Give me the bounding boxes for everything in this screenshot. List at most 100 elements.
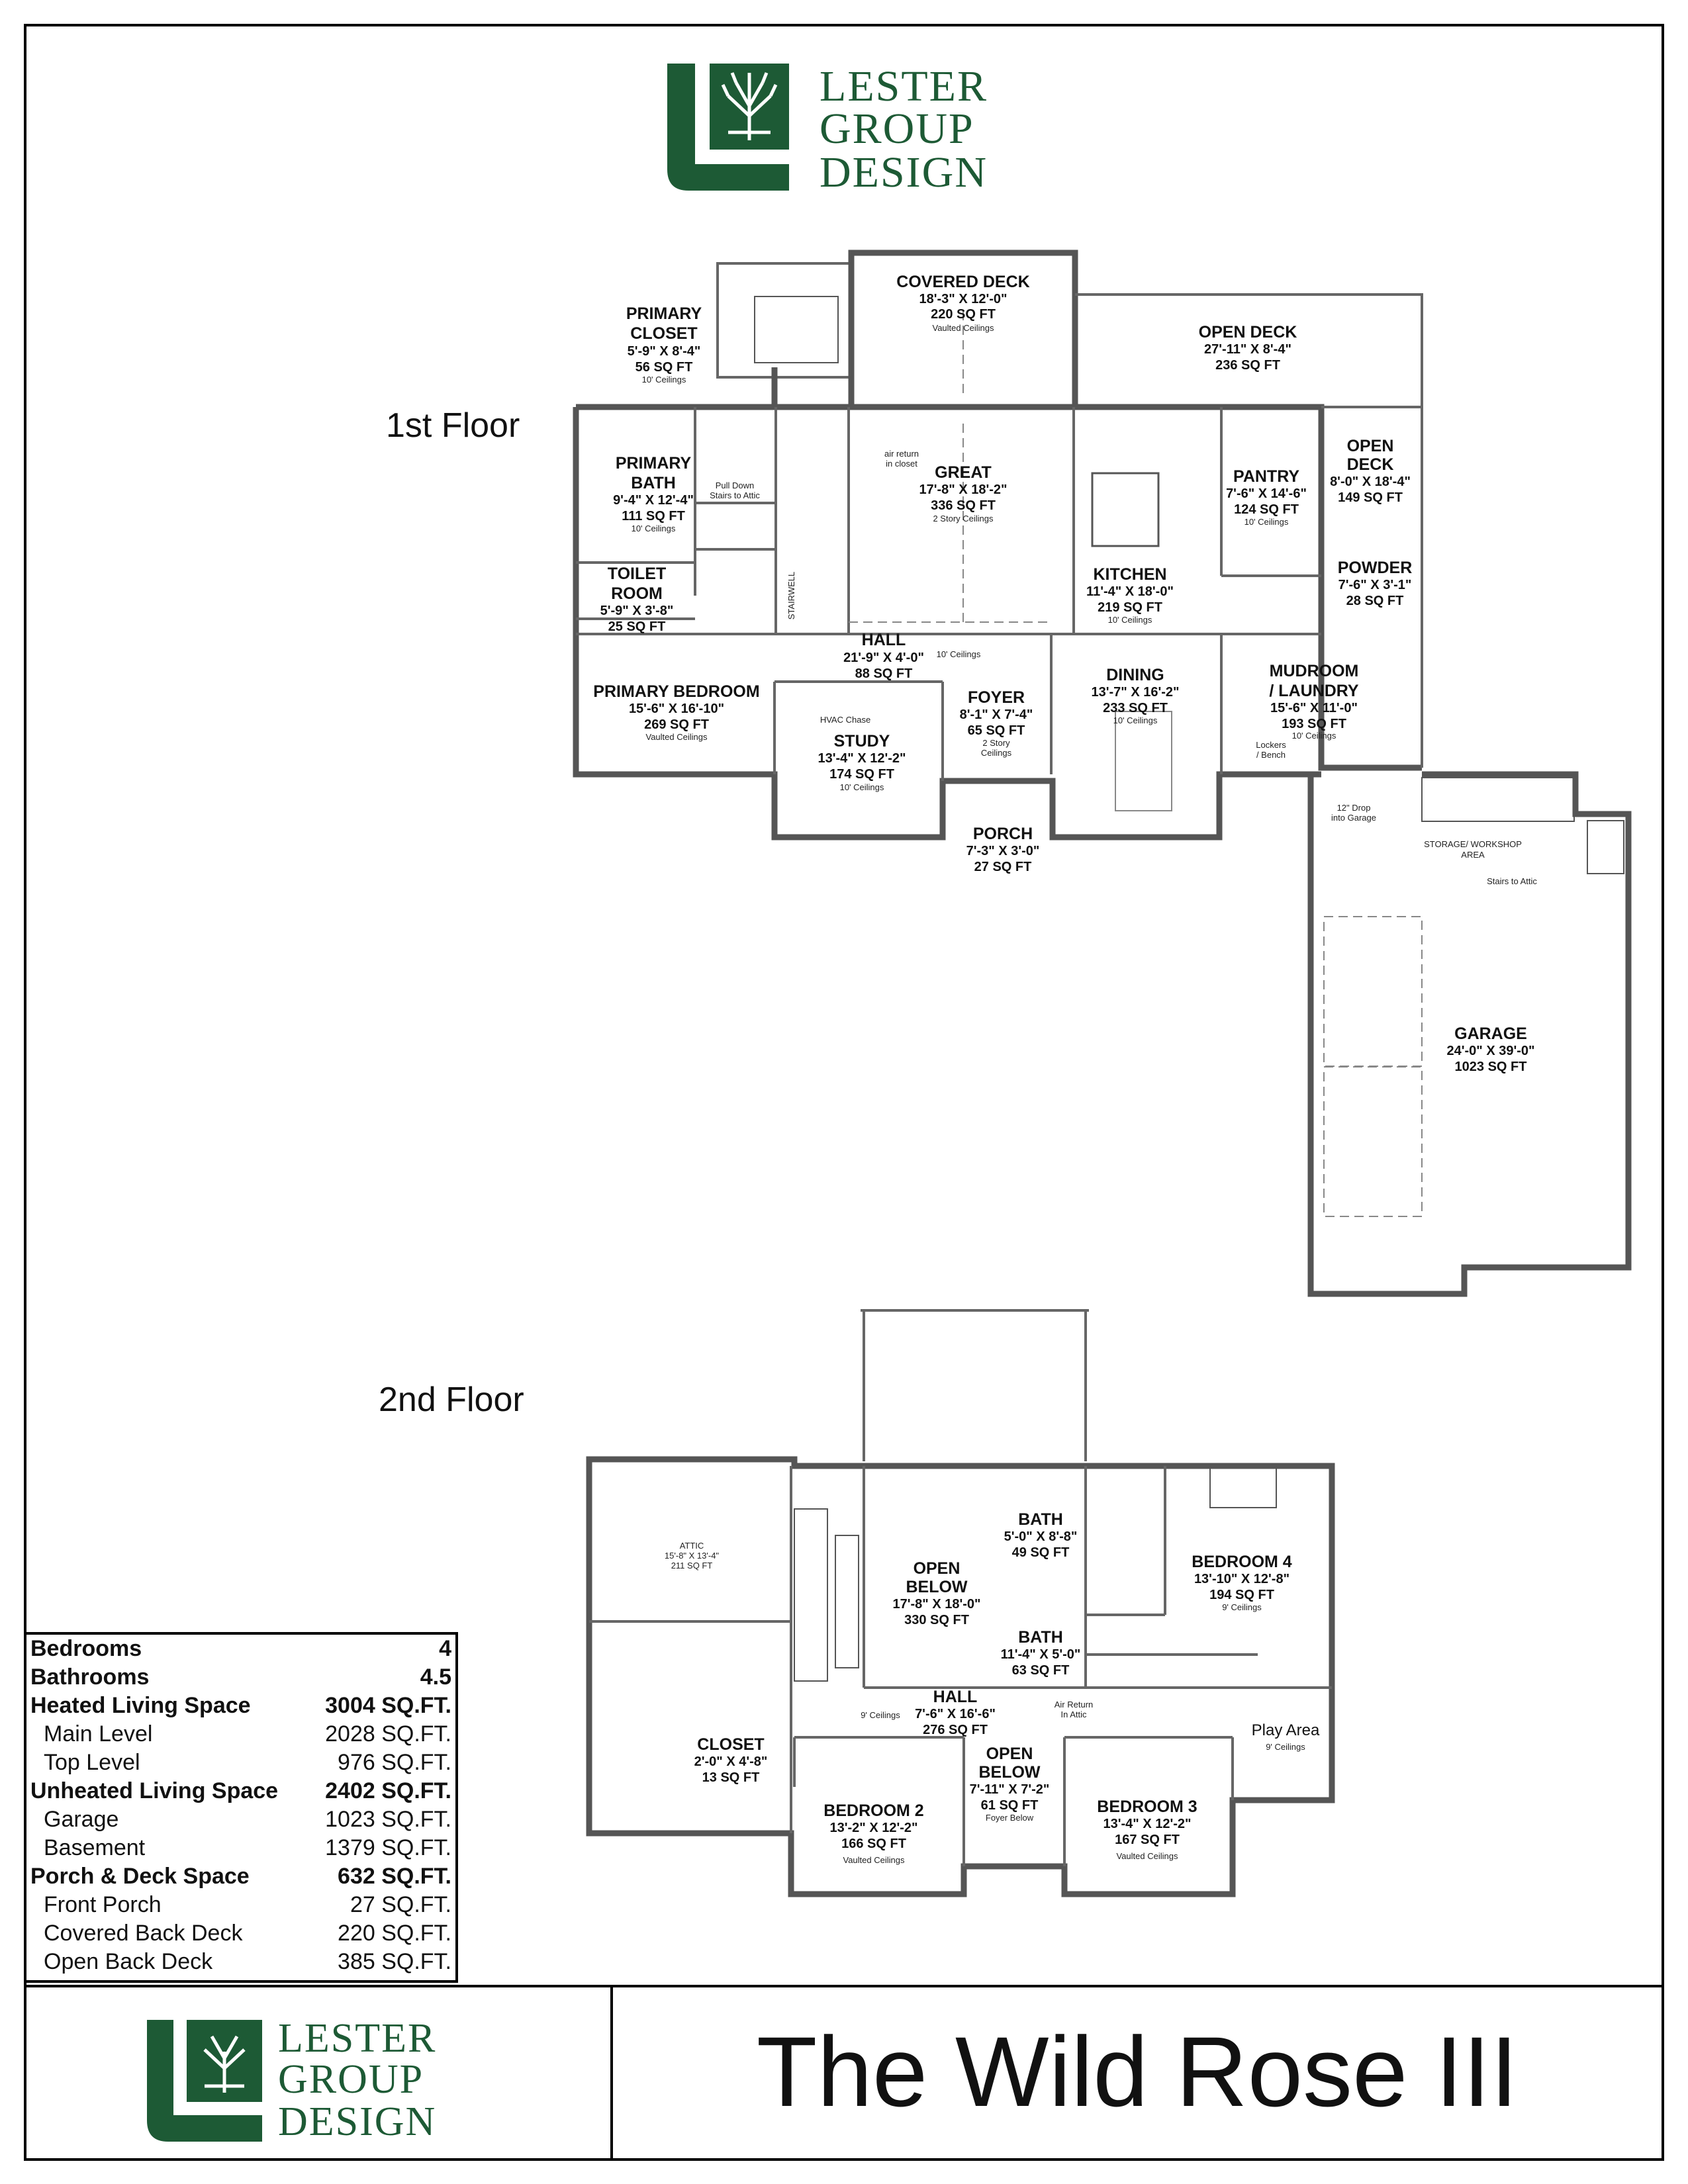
primary-closet-name2: CLOSET bbox=[630, 324, 697, 343]
bottom-logo-text-line3: DESIGN bbox=[278, 2099, 436, 2144]
open-below-area: 330 SQ FT bbox=[904, 1613, 969, 1627]
hall-area: 88 SQ FT bbox=[855, 666, 913, 681]
stairs-attic-note: Stairs to Attic bbox=[1487, 876, 1537, 886]
bedroom3-dim: 13'-4" X 12'-2" bbox=[1103, 1817, 1192, 1831]
open-below-name2: BELOW bbox=[906, 1578, 967, 1596]
open-deck-area: 236 SQ FT bbox=[1215, 358, 1280, 373]
stat-value: 1379 SQ.FT. bbox=[325, 1835, 451, 1860]
interior-walls bbox=[576, 407, 1321, 781]
first-floor-label: 1st Floor bbox=[386, 406, 520, 445]
attic-area: 211 SQ FT bbox=[671, 1561, 713, 1570]
open-deck-name: OPEN DECK bbox=[1199, 323, 1297, 341]
primary-bedroom-note: Vaulted Ceilings bbox=[646, 732, 708, 742]
porch-dim: 7'-3" X 3'-0" bbox=[966, 844, 1040, 858]
primary-bath-name1: PRIMARY bbox=[616, 454, 692, 473]
lockers-note1: Lockers bbox=[1256, 740, 1286, 750]
open-deck-dim: 27'-11" X 8'-4" bbox=[1204, 342, 1291, 357]
logo-text-line3: DESIGN bbox=[820, 148, 988, 197]
stat-label: Porch & Deck Space bbox=[30, 1864, 250, 1889]
stat-label: Garage bbox=[44, 1807, 119, 1832]
attic-name: ATTIC bbox=[680, 1541, 704, 1551]
bath-lower-area: 63 SQ FT bbox=[1012, 1663, 1070, 1678]
hvac-note: HVAC Chase bbox=[820, 715, 870, 725]
kitchen-island bbox=[1091, 472, 1160, 547]
hall2-dim: 7'-6" X 16'-6" bbox=[915, 1707, 996, 1721]
open-below-frame bbox=[861, 1309, 1089, 1461]
bath-lower-dim: 11'-4" X 5'-0" bbox=[1001, 1647, 1081, 1662]
great-note: 2 Story Ceilings bbox=[933, 514, 994, 523]
bottom-logo: LESTER GROUP DESIGN bbox=[147, 2016, 436, 2144]
powder-name: POWDER bbox=[1338, 559, 1413, 577]
porch-area: 27 SQ FT bbox=[974, 860, 1032, 874]
garage-stair bbox=[1421, 777, 1575, 822]
bedroom2-note: Vaulted Ceilings bbox=[843, 1855, 905, 1865]
bath-lower-name: BATH bbox=[1018, 1628, 1063, 1647]
primary-closet-name1: PRIMARY bbox=[626, 304, 702, 323]
side-deck-name1: OPEN bbox=[1347, 437, 1394, 455]
covered-deck-note: Vaulted Ceilings bbox=[933, 323, 994, 333]
primary-bedroom-area: 269 SQ FT bbox=[644, 717, 709, 732]
air-return-note1: air return bbox=[884, 449, 919, 459]
primary-bedroom-dim: 15'-6" X 16'-10" bbox=[629, 702, 724, 716]
drop-note1: 12" Drop bbox=[1337, 803, 1371, 813]
back-stair-platform bbox=[716, 262, 851, 379]
stat-value: 1023 SQ.FT. bbox=[325, 1807, 451, 1832]
stat-value: 4 bbox=[439, 1636, 451, 1661]
hall-dim: 21'-9" X 4'-0" bbox=[843, 651, 924, 665]
air-return-note2: in closet bbox=[886, 459, 917, 469]
powder-dim: 7'-6" X 3'-1" bbox=[1338, 578, 1412, 592]
garage-outline bbox=[1307, 771, 1632, 1297]
drop-note2: into Garage bbox=[1331, 813, 1376, 823]
bedroom2-dim: 13'-2" X 12'-2" bbox=[830, 1821, 918, 1835]
logo-text-line2: GROUP bbox=[820, 105, 974, 153]
open-below2-name2: BELOW bbox=[978, 1763, 1040, 1782]
toilet-room-name1: TOILET bbox=[608, 565, 666, 583]
top-logo: LESTER GROUP DESIGN bbox=[667, 62, 988, 197]
stat-value: 3004 SQ.FT. bbox=[325, 1693, 451, 1718]
stat-label: Bedrooms bbox=[30, 1636, 142, 1661]
first-floor-labels: COVERED DECK 18'-3" X 12'-0" 220 SQ FT V… bbox=[593, 273, 1537, 1074]
bedroom3-area: 167 SQ FT bbox=[1115, 1833, 1180, 1847]
toilet-room-area: 25 SQ FT bbox=[608, 619, 666, 634]
stat-label: Bathrooms bbox=[30, 1664, 150, 1690]
kitchen-area: 219 SQ FT bbox=[1098, 600, 1162, 615]
mudroom-note: 10' Ceilings bbox=[1292, 731, 1336, 741]
study-area: 174 SQ FT bbox=[829, 767, 894, 782]
upper-stair bbox=[794, 1508, 828, 1682]
stairwell-note: STAIRWELL bbox=[786, 572, 796, 619]
foyer-dim: 8'-1" X 7'-4" bbox=[960, 707, 1033, 722]
mudroom-name2: / LAUNDRY bbox=[1269, 682, 1359, 700]
stat-label: Heated Living Space bbox=[30, 1693, 251, 1718]
kitchen-dim: 11'-4" X 18'-0" bbox=[1086, 584, 1174, 599]
dining-note: 10' Ceilings bbox=[1113, 715, 1158, 725]
pull-down-note2: Stairs to Attic bbox=[710, 490, 760, 500]
hall-name: HALL bbox=[862, 631, 906, 649]
bath-upper-dim: 5'-0" X 8'-8" bbox=[1004, 1529, 1078, 1544]
dining-table bbox=[1115, 711, 1172, 811]
bedroom3-name: BEDROOM 3 bbox=[1097, 1797, 1197, 1816]
stat-label: Main Level bbox=[44, 1721, 153, 1747]
foyer-note1: 2 Story bbox=[982, 738, 1010, 748]
primary-bath-note: 10' Ceilings bbox=[632, 523, 676, 533]
toilet-room-name2: ROOM bbox=[611, 584, 663, 603]
foyer-note2: Ceilings bbox=[981, 748, 1012, 758]
bedroom4-bed bbox=[1209, 1467, 1277, 1508]
attic-dim: 15'-8" X 13'-4" bbox=[665, 1551, 720, 1561]
covered-deck-outline bbox=[848, 250, 1078, 407]
closet-area: 13 SQ FT bbox=[702, 1770, 760, 1785]
storage-note2: AREA bbox=[1461, 850, 1485, 860]
storage-note1: STORAGE/ WORKSHOP bbox=[1424, 839, 1522, 849]
mudroom-area: 193 SQ FT bbox=[1282, 717, 1346, 731]
bath-upper-area: 49 SQ FT bbox=[1012, 1545, 1070, 1560]
stat-value: 632 SQ.FT. bbox=[338, 1864, 451, 1889]
dining-name: DINING bbox=[1106, 666, 1164, 684]
stat-row: Porch & Deck Space 632 SQ.FT. bbox=[25, 1862, 455, 1891]
bath-upper-name: BATH bbox=[1018, 1510, 1063, 1529]
second-floor-outline bbox=[586, 1456, 1335, 1897]
mudroom-dim: 15'-6" X 11'-0" bbox=[1270, 701, 1358, 715]
dining-area: 233 SQ FT bbox=[1103, 701, 1168, 715]
sheet-border bbox=[24, 24, 1664, 2161]
